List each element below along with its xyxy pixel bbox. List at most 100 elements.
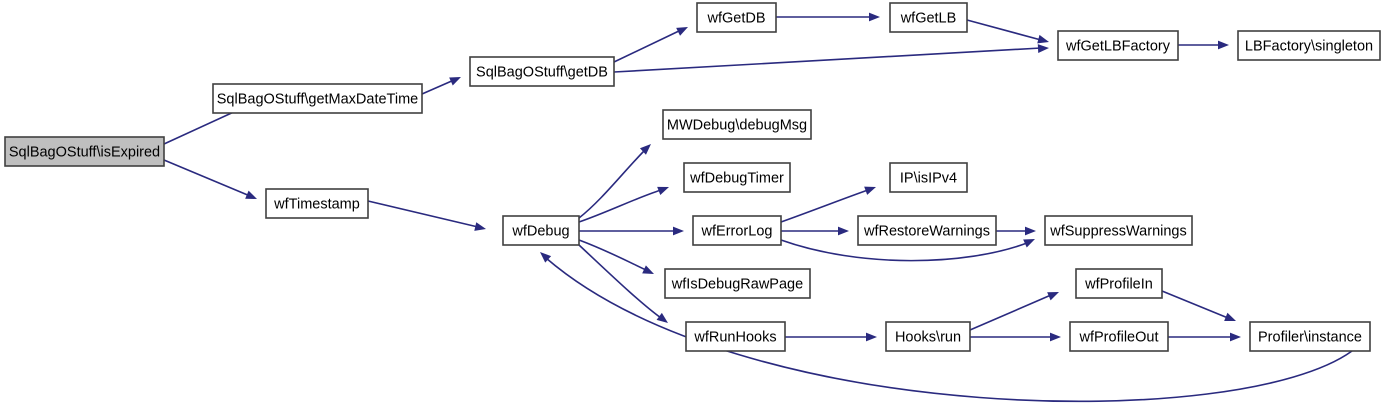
graph-node-wfRunHooks[interactable]: wfRunHooks [685, 321, 786, 352]
graph-node-wfDebug[interactable]: wfDebug [502, 215, 580, 246]
edge-Profilerinstance-to-wfDebug [540, 252, 1353, 403]
graph-node-wfGetDB[interactable]: wfGetDB [696, 2, 777, 33]
node-box[interactable] [265, 188, 369, 219]
graph-node-IPisIPv4[interactable]: IP\isIPv4 [889, 162, 968, 193]
node-label: wfGetLBFactory [1065, 38, 1171, 54]
node-box[interactable] [692, 215, 782, 246]
edge-Hooksrun-to-wfProfileOut [970, 332, 1061, 342]
arrowhead-icon [657, 186, 669, 196]
graph-node-isExpired[interactable]: SqlBagOStuff\isExpired [4, 136, 165, 167]
node-box[interactable] [1057, 30, 1179, 61]
arrowhead-icon [1218, 40, 1229, 50]
node-box[interactable] [502, 215, 580, 246]
arrowhead-icon [1025, 226, 1036, 236]
graph-node-wfIsDebugRawPage[interactable]: wfIsDebugRawPage [664, 268, 811, 299]
arrowhead-icon [1037, 44, 1049, 53]
node-box[interactable] [696, 2, 777, 33]
edge-wfGetDB-to-wfGetLB [776, 12, 880, 22]
edge-wfDebug-to-wfRunHooks [578, 244, 668, 323]
node-label: MWDebug\debugMsg [667, 117, 807, 133]
edge-path [1161, 290, 1229, 319]
edge-Hooksrun-to-wfProfileIn [969, 292, 1059, 331]
arrowhead-icon [449, 77, 461, 86]
arrowhead-icon [642, 265, 654, 274]
graph-node-Profilerinstance[interactable]: Profiler\instance [1249, 321, 1371, 352]
arrowhead-icon [676, 27, 688, 36]
edge-path [969, 294, 1052, 331]
edge-path [163, 159, 251, 197]
node-box[interactable] [857, 215, 997, 246]
arrowhead-icon [1047, 292, 1059, 301]
arrowhead-icon [838, 226, 849, 236]
edge-path [780, 189, 869, 223]
edge-path [780, 239, 1028, 262]
arrowhead-icon [1230, 332, 1241, 342]
edge-getMaxDateTime-to-getDB [421, 77, 461, 95]
arrowhead-icon [866, 332, 877, 342]
node-label: wfProfileIn [1084, 276, 1153, 292]
edge-wfDebug-to-wfErrorLog [579, 226, 684, 236]
node-label: wfSuppressWarnings [1049, 223, 1186, 239]
node-box[interactable] [885, 321, 971, 352]
node-label: LBFactory\singleton [1245, 38, 1373, 54]
node-label: wfRunHooks [693, 329, 776, 345]
graph-node-wfErrorLog[interactable]: wfErrorLog [692, 215, 782, 246]
graph-node-wfProfileOut[interactable]: wfProfileOut [1069, 321, 1169, 352]
node-box[interactable] [4, 136, 165, 167]
node-box[interactable] [664, 268, 811, 299]
edge-path [367, 200, 479, 228]
node-box[interactable] [1249, 321, 1371, 352]
edge-path [578, 189, 662, 223]
node-layer: SqlBagOStuff\isExpired SqlBagOStuff\getMa… [4, 2, 1381, 352]
node-label: Profiler\instance [1258, 329, 1362, 345]
node-label: wfGetLB [900, 10, 957, 26]
node-box[interactable] [662, 109, 812, 140]
arrowhead-icon [639, 144, 651, 155]
arrowhead-icon [474, 222, 486, 231]
node-box[interactable] [469, 56, 615, 87]
node-box[interactable] [889, 162, 968, 193]
arrowhead-icon [864, 186, 876, 195]
node-label: wfDebug [511, 223, 569, 239]
graph-node-wfProfileIn[interactable]: wfProfileIn [1075, 268, 1163, 299]
arrowhead-icon [540, 252, 552, 263]
node-label: wfDebugTimer [689, 170, 784, 186]
node-box[interactable] [685, 321, 786, 352]
graph-node-wfSuppressWarnings[interactable]: wfSuppressWarnings [1044, 215, 1193, 246]
graph-node-getMaxDateTime[interactable]: SqlBagOStuff\getMaxDateTime [212, 83, 423, 114]
edge-path [613, 47, 1042, 73]
node-box[interactable] [889, 2, 968, 33]
edge-isExpired-to-wfTimestamp [163, 159, 257, 199]
edge-wfProfileIn-to-Profilerinstance [1161, 290, 1236, 321]
edge-path [545, 257, 1353, 403]
arrowhead-icon [1224, 312, 1236, 321]
graph-node-getDB[interactable]: SqlBagOStuff\getDB [469, 56, 615, 87]
edge-wfGetLBFactory-to-LBFactorySingleton [1178, 40, 1229, 50]
edge-wfRestoreWarnings-to-wfSuppressWarnings [996, 226, 1036, 236]
graph-node-LBFactorySingleton[interactable]: LBFactory\singleton [1237, 30, 1381, 61]
node-box[interactable] [1069, 321, 1169, 352]
node-box[interactable] [1075, 268, 1163, 299]
node-label: SqlBagOStuff\isExpired [9, 144, 160, 160]
node-label: wfProfileOut [1079, 329, 1159, 345]
graph-node-wfDebugTimer[interactable]: wfDebugTimer [683, 162, 791, 193]
graph-node-Hooksrun[interactable]: Hooks\run [885, 321, 971, 352]
node-label: wfTimestamp [273, 196, 360, 212]
edge-path [578, 244, 662, 319]
graph-node-wfGetLBFactory[interactable]: wfGetLBFactory [1057, 30, 1179, 61]
node-box[interactable] [683, 162, 791, 193]
edge-getDB-to-wfGetDB [613, 27, 688, 63]
edge-wfDebug-to-MWDebugdebugMsg [578, 144, 651, 219]
edge-layer [163, 12, 1353, 403]
arrowhead-icon [673, 226, 684, 236]
graph-node-wfTimestamp[interactable]: wfTimestamp [265, 188, 369, 219]
graph-node-wfGetLB[interactable]: wfGetLB [889, 2, 968, 33]
node-box[interactable] [212, 83, 423, 114]
graph-node-wfRestoreWarnings[interactable]: wfRestoreWarnings [857, 215, 997, 246]
edge-path [578, 149, 646, 219]
node-box[interactable] [1237, 30, 1381, 61]
node-box[interactable] [1044, 215, 1193, 246]
graph-node-MWDebugdebugMsg[interactable]: MWDebug\debugMsg [662, 109, 812, 140]
